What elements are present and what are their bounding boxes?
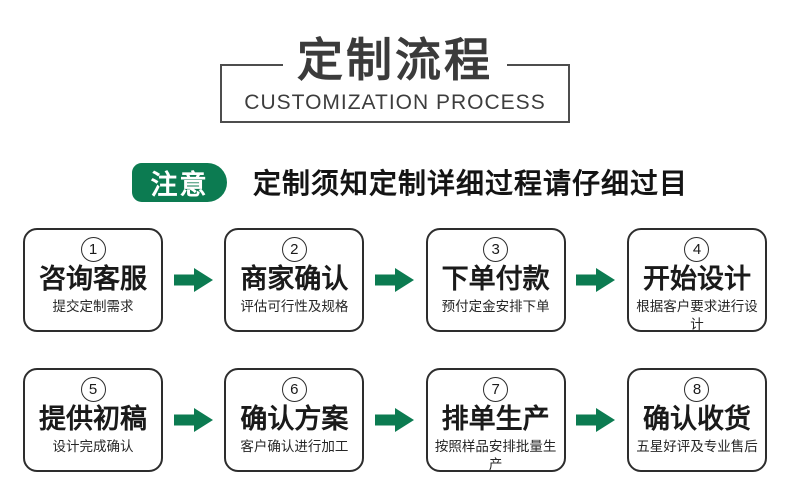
page-title: 定制流程 — [283, 32, 507, 90]
step-desc: 五星好评及专业售后 — [636, 439, 758, 455]
arrow-cell — [364, 267, 425, 293]
step-title: 提供初稿 — [39, 404, 147, 434]
step-card-3: 3 下单付款 预付定金安排下单 — [425, 228, 566, 332]
arrow-cell — [163, 267, 224, 293]
notice-text: 定制须知定制详细过程请仔细过目 — [253, 168, 689, 199]
step-card-1: 1 咨询客服 提交定制需求 — [23, 228, 163, 332]
step-desc: 按照样品安排批量生产 — [434, 439, 557, 472]
arrow-right-icon — [173, 408, 213, 432]
arrow-cell — [566, 267, 627, 293]
step-number: 6 — [281, 377, 307, 402]
page-subtitle: CUSTOMIZATION PROCESS — [244, 91, 546, 114]
arrow-right-icon — [374, 408, 414, 432]
arrow-cell — [364, 407, 425, 433]
step-card-6: 6 确认方案 客户确认进行加工 — [224, 368, 365, 472]
title-frame: 定制流程 CUSTOMIZATION PROCESS — [220, 32, 570, 123]
step-number: 2 — [281, 237, 307, 262]
arrow-right-icon — [576, 408, 616, 432]
step-title: 开始设计 — [642, 264, 751, 294]
step-number: 7 — [483, 377, 509, 402]
flow-row-2: 5 提供初稿 设计完成确认 6 确认方案 客户确认进行加工 7 排单生产 按照样… — [23, 368, 767, 472]
step-card-4: 4 开始设计 根据客户要求进行设计 — [626, 228, 767, 332]
arrow-right-icon — [374, 268, 414, 292]
flow-row-1: 1 咨询客服 提交定制需求 2 商家确认 评估可行性及规格 3 下单付款 预付定… — [23, 228, 767, 332]
step-desc: 客户确认进行加工 — [240, 439, 349, 455]
step-desc: 根据客户要求进行设计 — [636, 299, 758, 332]
step-title: 商家确认 — [240, 264, 349, 294]
arrow-cell — [163, 407, 224, 433]
step-desc: 预付定金安排下单 — [441, 299, 550, 315]
step-desc: 评估可行性及规格 — [240, 299, 349, 315]
flow-diagram: 1 咨询客服 提交定制需求 2 商家确认 评估可行性及规格 3 下单付款 预付定… — [23, 228, 767, 472]
step-number: 1 — [80, 237, 106, 262]
arrow-cell — [566, 407, 627, 433]
step-number: 8 — [684, 377, 710, 402]
step-title: 确认收货 — [642, 404, 751, 434]
step-title: 咨询客服 — [39, 264, 147, 294]
step-number: 3 — [483, 237, 509, 262]
notice-badge: 注意 — [132, 162, 227, 202]
notice-row: 注意 定制须知定制详细过程请仔细过目 — [132, 162, 790, 202]
step-card-5: 5 提供初稿 设计完成确认 — [23, 368, 163, 472]
step-card-7: 7 排单生产 按照样品安排批量生产 — [425, 368, 566, 472]
step-number: 4 — [684, 237, 710, 262]
step-card-8: 8 确认收货 五星好评及专业售后 — [626, 368, 767, 472]
step-number: 5 — [80, 377, 106, 402]
step-desc: 设计完成确认 — [52, 439, 134, 455]
step-title: 排单生产 — [441, 404, 550, 434]
arrow-right-icon — [173, 268, 213, 292]
step-title: 确认方案 — [240, 404, 349, 434]
step-card-2: 2 商家确认 评估可行性及规格 — [224, 228, 365, 332]
step-title: 下单付款 — [441, 264, 550, 294]
step-desc: 提交定制需求 — [52, 299, 134, 315]
arrow-right-icon — [576, 268, 616, 292]
